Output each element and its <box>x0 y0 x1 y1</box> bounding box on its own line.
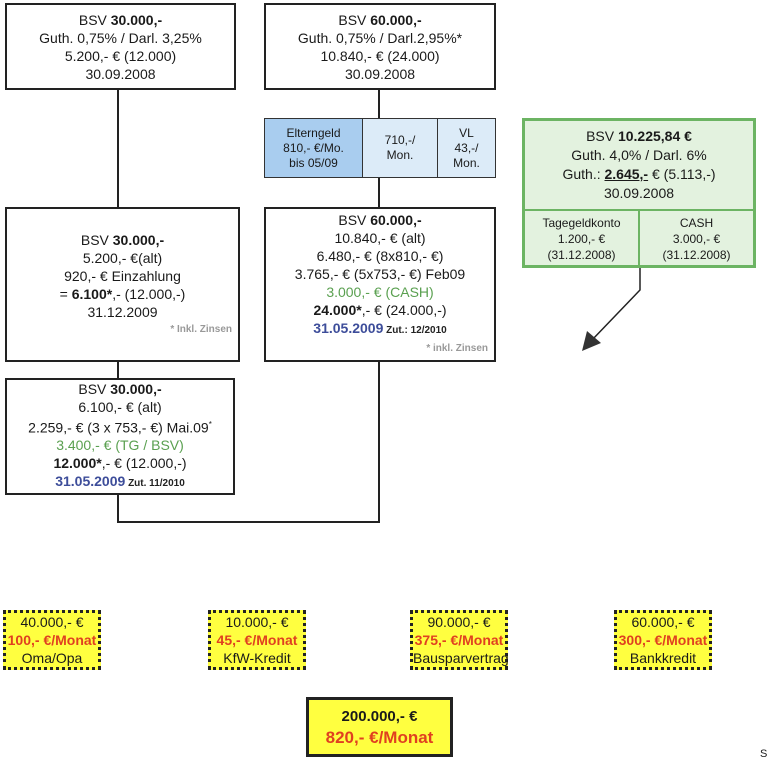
strip-monthly-710: 710,-/Mon. <box>362 118 438 178</box>
box-bsv-60000-initial: BSV 60.000,- Guth. 0,75% / Darl.2,95%*10… <box>264 3 496 90</box>
connector <box>378 90 380 118</box>
total-box: 200.000,- €820,- €/Monat <box>306 697 453 757</box>
connector <box>378 362 380 523</box>
box-bsv-60000-2009: BSV 60.000,- 10.840,- € (alt)6.480,- € (… <box>264 207 496 362</box>
connector <box>117 90 119 207</box>
green-bsv-box: BSV 10.225,84 € Guth. 4,0% / Darl. 6% Gu… <box>522 118 756 268</box>
box-bsv-30000-initial: BSV 30.000,- Guth. 0,75% / Darl. 3,25%5.… <box>5 3 236 90</box>
connector <box>117 521 380 523</box>
connector <box>117 362 119 378</box>
corner-text: S <box>760 748 768 760</box>
connector <box>117 495 119 523</box>
box-bsv-30000-2009: BSV 30.000,- 5.200,- €(alt)920,- € Einza… <box>5 207 240 362</box>
arrow <box>582 268 641 351</box>
box-bsv-30000-final: BSV 30.000,- 6.100,- € (alt) 2.259,- € (… <box>5 378 235 495</box>
connector <box>378 178 380 207</box>
